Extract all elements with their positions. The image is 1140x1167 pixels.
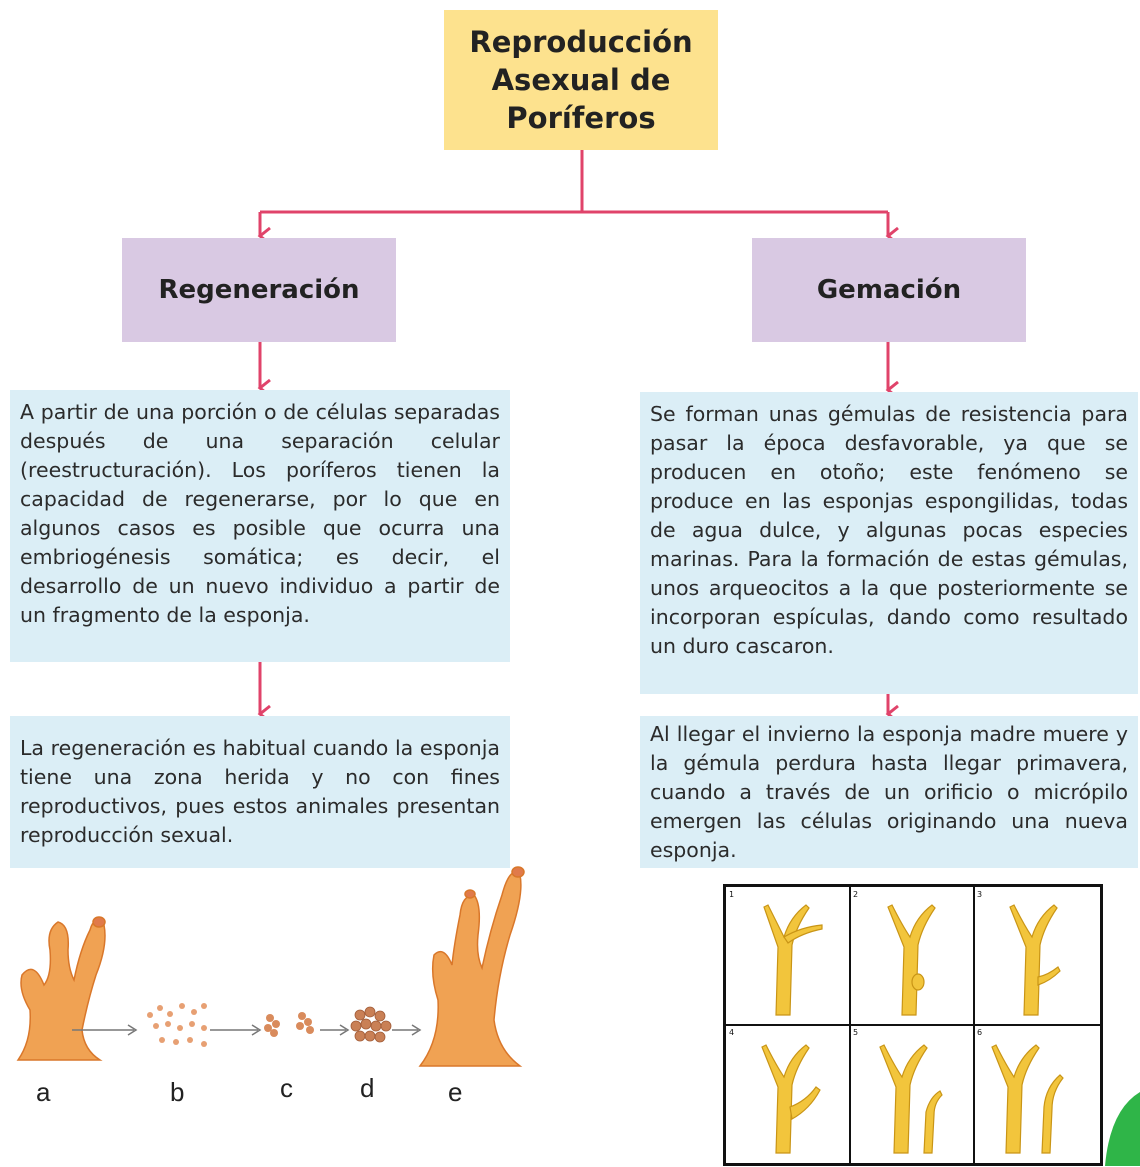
diagram-title: Reproducción Asexual de Poríferos	[444, 10, 718, 150]
budding-panels-image: 1 2 3 4 5 6	[726, 887, 1100, 1163]
regeneracion-description: A partir de una porción o de células sep…	[10, 390, 510, 662]
panel-number-1: 1	[729, 890, 734, 899]
title-line-2: Asexual de	[491, 63, 671, 97]
stage-label-b: b	[170, 1077, 185, 1107]
title-line-1: Reproducción	[469, 25, 693, 59]
regeneracion-note: La regeneración es habitual cuando la es…	[10, 716, 510, 868]
stage-label-c: c	[280, 1073, 293, 1103]
gemacion-note: Al llegar el invierno la esponja madre m…	[640, 716, 1138, 868]
panel-number-4: 4	[729, 1028, 734, 1037]
branch-gemacion-label: Gemación	[816, 275, 962, 305]
stage-label-a: a	[36, 1077, 51, 1107]
branch-regeneracion-label: Regeneración	[158, 275, 360, 305]
title-line-3: Poríferos	[506, 101, 656, 135]
panel-number-2: 2	[853, 890, 858, 899]
branch-regeneracion: Regeneración	[122, 238, 396, 342]
stage-label-d: d	[360, 1073, 375, 1103]
sponge-a-image	[16, 916, 106, 1061]
aggregate-d-image	[350, 1006, 392, 1043]
panel-number-5: 5	[853, 1028, 858, 1037]
stage-label-e: e	[448, 1077, 463, 1107]
clusters-c-image	[264, 1012, 314, 1037]
sponge-e-image	[418, 866, 525, 1067]
branch-gemacion: Gemación	[752, 238, 1026, 342]
panel-number-6: 6	[977, 1028, 982, 1037]
gemacion-description: Se forman unas gémulas de resistencia pa…	[640, 392, 1138, 694]
panel-number-3: 3	[977, 890, 982, 899]
cells-b-image	[147, 1003, 207, 1047]
budding-panels: 1 2 3 4 5 6	[723, 884, 1103, 1166]
